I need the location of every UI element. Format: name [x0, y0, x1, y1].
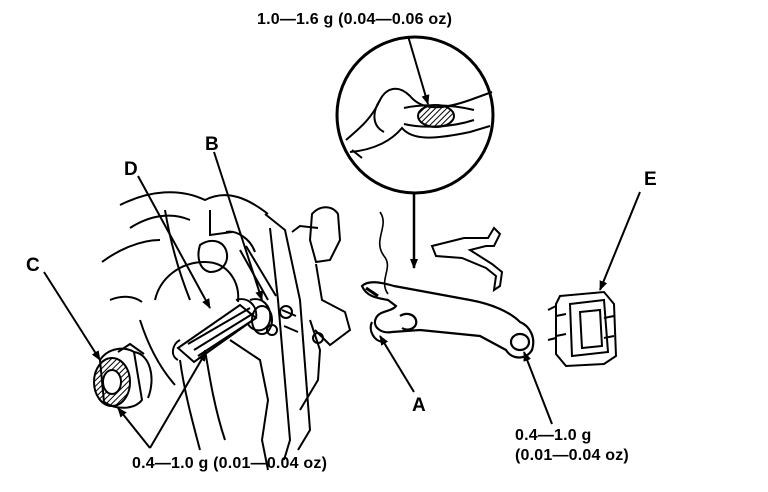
input-shaft	[172, 298, 273, 364]
leader-lines	[43, 151, 641, 449]
fork-tip-grease-spec: 1.0—1.6 g (0.04—0.06 oz)	[257, 11, 453, 28]
callout-a: A	[412, 395, 426, 416]
callout-d: D	[124, 159, 138, 180]
pivot-grease-spec: 0.4—1.0 g (0.01—0.04 oz)	[515, 426, 629, 466]
pivot-grease-spec-line1: 0.4—1.0 g	[515, 427, 592, 444]
callout-e: E	[644, 169, 657, 190]
transmission-housing	[101, 191, 352, 471]
release-bearing	[93, 342, 153, 409]
cable-squiggle	[378, 211, 389, 295]
callout-c: C	[26, 255, 40, 276]
arrow-fork-tip-grease	[407, 35, 430, 105]
shaft-grease-spec: 0.4—1.0 g (0.01—0.04 oz)	[132, 455, 328, 472]
spring-clip	[430, 226, 504, 293]
pivot-grease-spec-line2: (0.01—0.04 oz)	[515, 447, 629, 464]
callout-b: B	[205, 134, 219, 155]
dust-boot	[547, 290, 618, 368]
detail-magnifier	[335, 35, 495, 195]
